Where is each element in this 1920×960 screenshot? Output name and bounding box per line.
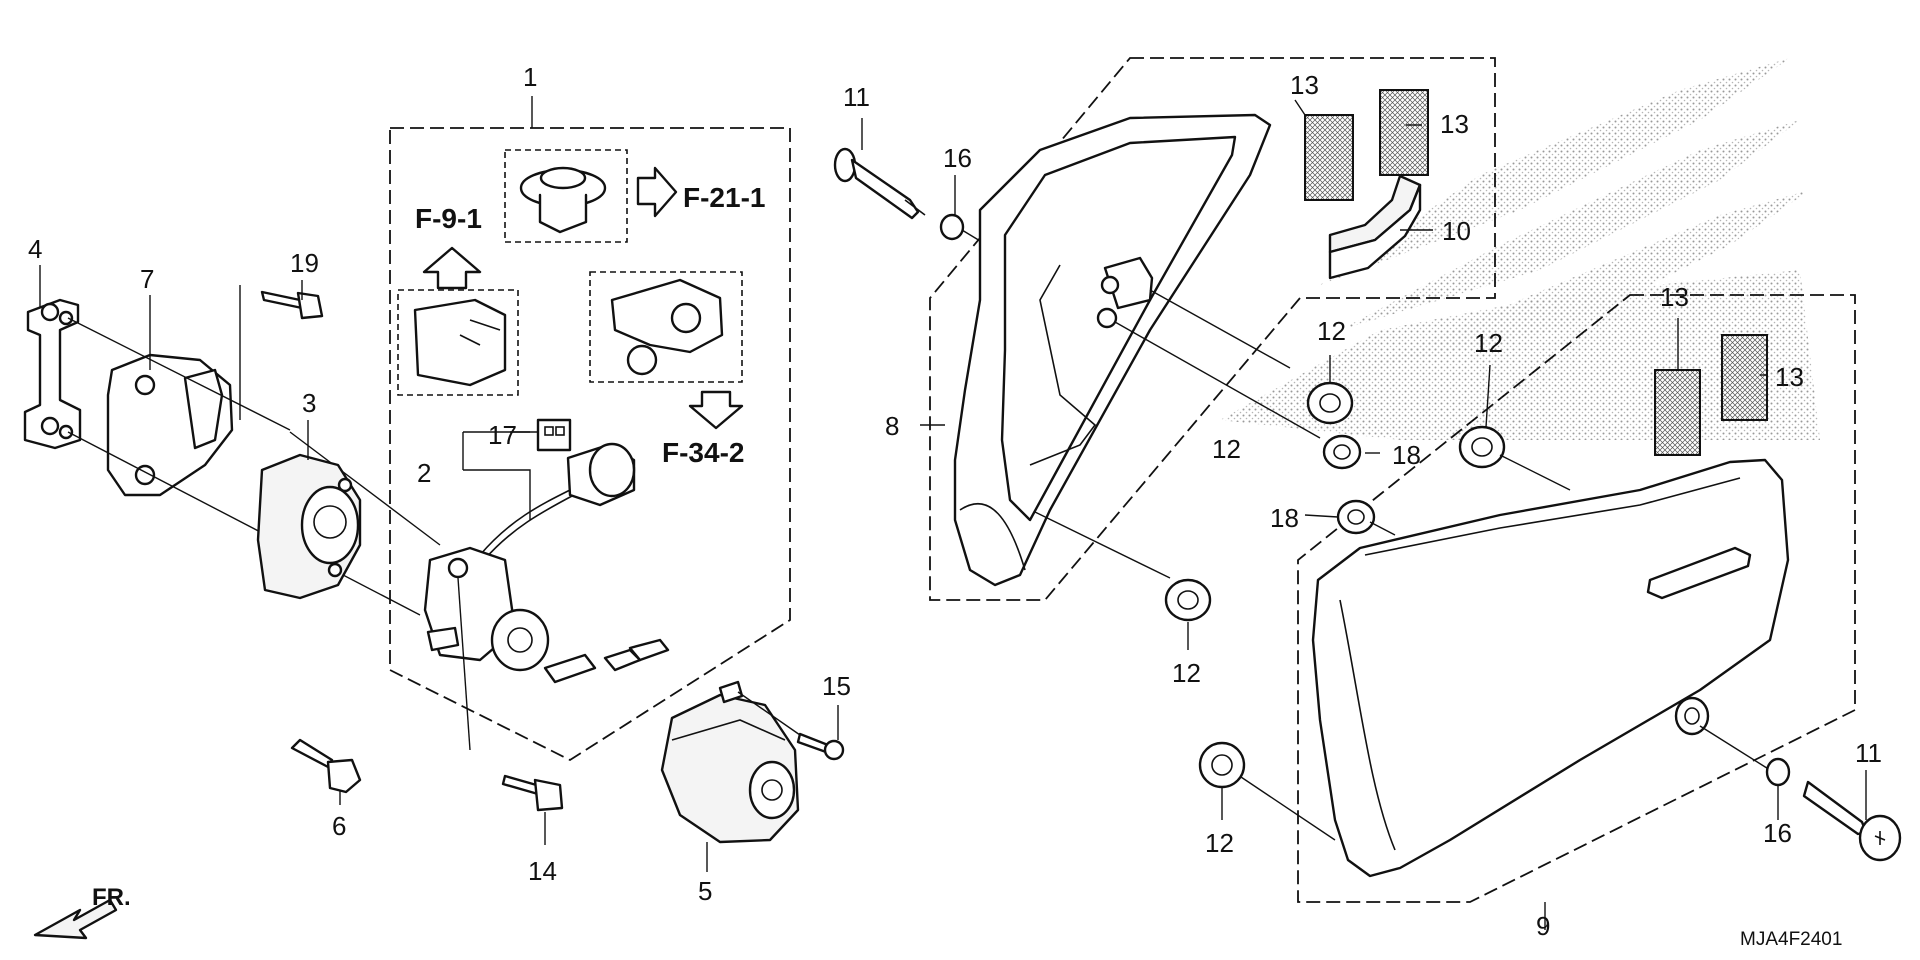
part-16-washer-lower (1765, 757, 1791, 787)
callout-3: 3 (302, 388, 316, 418)
part-keys (543, 638, 670, 684)
part-12-grommet-a (1306, 381, 1354, 425)
part-13-pad-d (1721, 334, 1768, 421)
inset-box-top (504, 149, 628, 243)
part-8-side-cover (953, 113, 1272, 587)
assembly-1-boundary (389, 127, 791, 762)
callout-12-b: 12 (1172, 658, 1201, 688)
callout-13-d: 13 (1775, 362, 1804, 392)
reference-f-21-1: F-21-1 (683, 182, 765, 213)
callout-13-c: 13 (1660, 282, 1689, 312)
front-direction-label: FR. (92, 884, 131, 911)
callout-1: 1 (523, 62, 537, 92)
part-11-screw-upper (833, 147, 926, 220)
callout-18-b: 18 (1270, 503, 1299, 533)
assembly-8-boundary (929, 57, 1496, 601)
callout-11-lower: 11 (1855, 738, 1882, 768)
callout-13-b: 13 (1440, 109, 1469, 139)
inset-box-right (589, 271, 743, 383)
part-11-screw-lower (1802, 780, 1902, 862)
callout-11-upper: 11 (843, 82, 870, 112)
reference-f-34-2: F-34-2 (662, 437, 744, 468)
front-direction-indicator: FR. (33, 884, 131, 940)
diagram-code: MJA4F2401 (1740, 929, 1842, 950)
callout-10: 10 (1442, 216, 1471, 246)
part-10-foam-strip (1328, 174, 1422, 280)
part-12-grommet-b (1164, 578, 1212, 622)
brand-emblem (1646, 546, 1752, 600)
part-8-mount (1096, 256, 1154, 329)
part-2-ignition-switch (423, 442, 636, 672)
callout-19: 19 (290, 248, 319, 278)
inset-box-left (397, 289, 519, 396)
part-13-pad-c (1654, 369, 1701, 456)
part-12-grommet-c (1458, 425, 1506, 469)
part-13-pad-b (1379, 89, 1429, 176)
part-16-washer-upper (939, 213, 965, 241)
part-17-connector (536, 418, 572, 452)
callout-17: 17 (488, 420, 517, 450)
callout-12-a: 12 (1317, 316, 1346, 346)
part-15-screw (737, 691, 845, 761)
callout-16-lower: 16 (1763, 818, 1792, 848)
callout-2: 2 (417, 458, 431, 488)
callout-4: 4 (28, 234, 42, 264)
callout-6: 6 (332, 811, 346, 841)
part-19-screw (260, 290, 324, 320)
part-18-nut-b (1336, 499, 1376, 535)
part-3-seal (256, 453, 362, 600)
arrow-down-icon (688, 390, 744, 430)
part-13-pad-a (1304, 114, 1354, 201)
callout-12-d: 12 (1205, 828, 1234, 858)
callout-7: 7 (140, 264, 154, 294)
reference-f-9-1: F-9-1 (415, 203, 482, 234)
assembly-9-boundary (1297, 294, 1856, 903)
callout-9: 9 (1536, 911, 1550, 941)
part-4-plate (23, 298, 82, 450)
callout-8: 8 (885, 411, 899, 441)
callout-14: 14 (528, 856, 557, 886)
part-9-side-cover (1311, 458, 1790, 878)
callout-12-c: 12 (1474, 328, 1503, 358)
arrow-right-icon (636, 166, 678, 218)
callout-18-a: 18 (1392, 440, 1421, 470)
arrow-up-icon (422, 246, 482, 290)
part-12-grommet-d (1198, 741, 1246, 789)
part-block-left (413, 298, 507, 387)
callout-13-a: 13 (1290, 70, 1319, 100)
callout-5: 5 (698, 876, 712, 906)
callout-16-upper: 16 (943, 143, 972, 173)
part-14-bolt (501, 774, 564, 812)
callout-15: 15 (822, 671, 851, 701)
callout-12-e: 12 (1212, 434, 1241, 464)
part-5-cover (660, 680, 800, 844)
part-18-nut-a (1322, 434, 1362, 470)
front-arrow-icon (33, 898, 118, 940)
part-latch-right (610, 278, 724, 376)
part-6-key (290, 738, 362, 794)
part-7-bracket (106, 353, 234, 497)
part-clip-top (519, 166, 607, 234)
